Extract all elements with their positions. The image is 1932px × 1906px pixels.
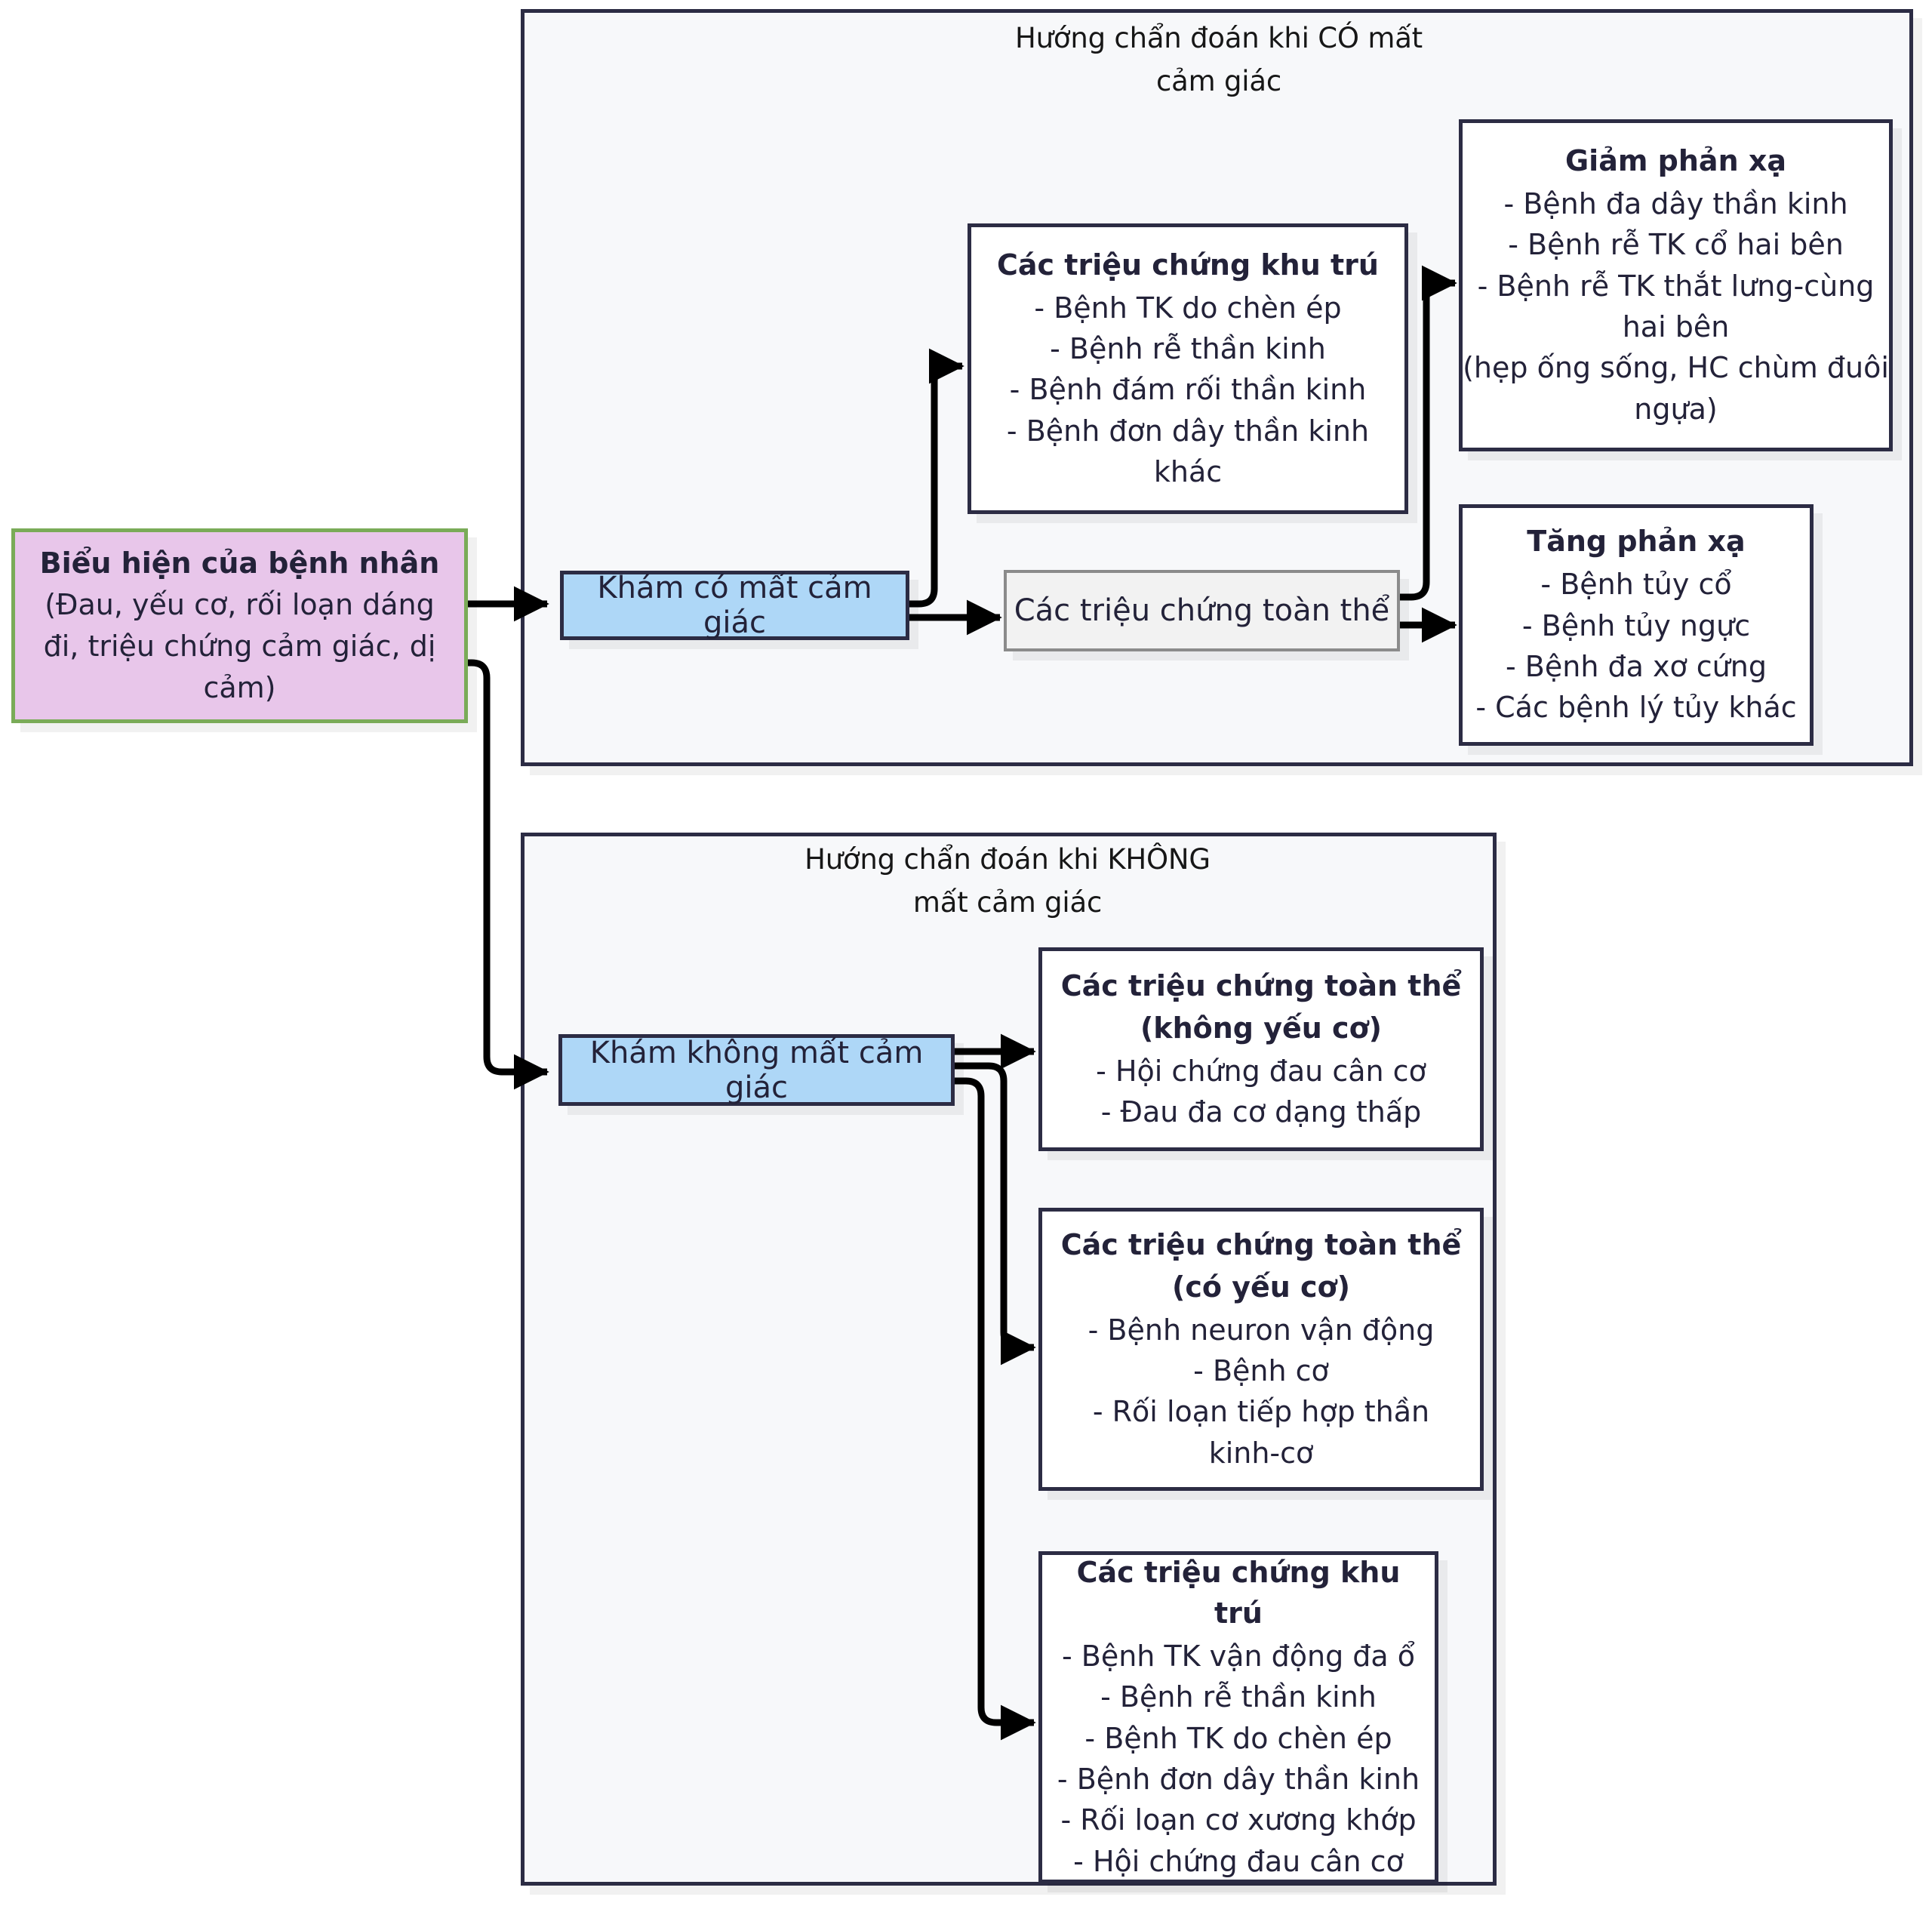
group-without-sensory-loss-title: Hướng chẩn đoán khi KHÔNG mất cảm giác xyxy=(558,838,1457,925)
group-with-sensory-loss-title: Hướng chẩn đoán khi CÓ mất cảm giác xyxy=(815,17,1623,103)
systemic-symptoms-label: Các triệu chứng toàn thể xyxy=(1014,593,1390,628)
node-focal-symptoms-sensory[interactable]: Các triệu chứng khu trú - Bệnh TK do chè… xyxy=(968,223,1408,514)
systemic-no-weakness-title-1: Các triệu chứng toàn thể xyxy=(1060,968,1462,1002)
systemic-with-weakness-title-2: (có yếu cơ) xyxy=(1171,1270,1351,1304)
decreased-reflex-title: Giảm phản xạ xyxy=(1564,144,1786,178)
decreased-reflex-item-3: - Bệnh rễ TK thắt lưng-cùng xyxy=(1477,269,1875,303)
systemic-no-weakness-item-1: - Hội chứng đau cân cơ xyxy=(1096,1054,1426,1088)
node-systemic-with-weakness[interactable]: Các triệu chứng toàn thể (có yếu cơ) - B… xyxy=(1038,1208,1484,1491)
systemic-with-weakness-item-2: - Bệnh cơ xyxy=(1193,1354,1329,1388)
decision-2-label: Khám không mất cảm giác xyxy=(589,1035,924,1105)
start-node-line-1: (Đau, yếu cơ, rối loạn dáng xyxy=(45,587,435,621)
node-increased-reflex[interactable]: Tăng phản xạ - Bệnh tủy cổ - Bệnh tủy ng… xyxy=(1459,504,1814,746)
decision-exam-with-sensory-loss[interactable]: Khám có mất cảm giác xyxy=(560,571,909,640)
systemic-with-weakness-item-3: - Rối loạn tiếp hợp thần xyxy=(1092,1395,1430,1429)
group2-title-line-2: mất cảm giác xyxy=(912,886,1103,919)
systemic-no-weakness-item-2: - Đau đa cơ dạng thấp xyxy=(1100,1095,1422,1129)
increased-reflex-title: Tăng phản xạ xyxy=(1527,525,1746,559)
systemic-with-weakness-title-1: Các triệu chứng toàn thể xyxy=(1060,1227,1462,1261)
node-focal-symptoms-no-sensory[interactable]: Các triệu chứng khu trú - Bệnh TK vận độ… xyxy=(1038,1551,1438,1883)
focal-symptoms-item-4: - Bệnh đơn dây thần kinh xyxy=(1006,414,1370,448)
decision-1-label: Khám có mất cảm giác xyxy=(597,571,872,640)
decreased-reflex-item-2: - Bệnh rễ TK cổ hai bên xyxy=(1508,228,1844,262)
focal-symptoms-2-item-3: - Bệnh TK do chèn ép xyxy=(1084,1721,1392,1755)
start-node-title: Biểu hiện của bệnh nhân xyxy=(39,546,440,580)
focal-symptoms-2-item-2: - Bệnh rễ thần kinh xyxy=(1100,1680,1377,1714)
focal-symptoms-item-1: - Bệnh TK do chèn ép xyxy=(1034,291,1342,325)
focal-symptoms-2-item-6: - Hội chứng đau cân cơ xyxy=(1073,1844,1404,1878)
focal-symptoms-item-3: - Bệnh đám rối thần kinh xyxy=(1009,373,1367,407)
node-systemic-symptoms-sensory[interactable]: Các triệu chứng toàn thể xyxy=(1004,570,1400,651)
increased-reflex-item-3: - Bệnh đa xơ cứng xyxy=(1506,649,1767,683)
start-node-line-2: đi, triệu chứng cảm giác, dị xyxy=(43,630,436,663)
focal-symptoms-item-5: khác xyxy=(1153,454,1223,488)
decreased-reflex-item-1: - Bệnh đa dây thần kinh xyxy=(1503,186,1848,220)
systemic-no-weakness-title-2: (không yếu cơ) xyxy=(1140,1011,1383,1045)
systemic-with-weakness-item-4: kinh-cơ xyxy=(1208,1436,1314,1470)
group-title-line-1: Hướng chẩn đoán khi CÓ mất xyxy=(1015,22,1423,54)
group2-title-line-1: Hướng chẩn đoán khi KHÔNG xyxy=(804,843,1211,876)
node-systemic-no-weakness[interactable]: Các triệu chứng toàn thể (không yếu cơ) … xyxy=(1038,947,1484,1151)
node-decreased-reflex[interactable]: Giảm phản xạ - Bệnh đa dây thần kinh - B… xyxy=(1459,119,1893,451)
focal-symptoms-2-item-4: - Bệnh đơn dây thần kinh xyxy=(1057,1762,1420,1796)
decreased-reflex-item-4: hai bên xyxy=(1622,309,1730,343)
focal-symptoms-item-2: - Bệnh rễ thần kinh xyxy=(1050,331,1326,365)
focal-symptoms-2-title: Các triệu chứng khu trú xyxy=(1076,1556,1401,1630)
increased-reflex-item-4: - Các bệnh lý tủy khác xyxy=(1475,691,1797,725)
decreased-reflex-item-6: ngựa) xyxy=(1634,392,1718,426)
start-node-patient-presentation[interactable]: Biểu hiện của bệnh nhân (Đau, yếu cơ, rố… xyxy=(11,528,468,723)
decreased-reflex-item-5: (hẹp ống sống, HC chùm đuôi xyxy=(1463,351,1889,385)
group-title-line-2: cảm giác xyxy=(1155,65,1281,98)
increased-reflex-item-1: - Bệnh tủy cổ xyxy=(1540,568,1732,602)
start-node-line-3: cảm) xyxy=(203,671,276,705)
focal-symptoms-title: Các triệu chứng khu trú xyxy=(997,248,1379,282)
focal-symptoms-2-item-5: - Rối loạn cơ xương khớp xyxy=(1060,1803,1417,1837)
decision-exam-without-sensory-loss[interactable]: Khám không mất cảm giác xyxy=(558,1034,955,1106)
focal-symptoms-2-item-1: - Bệnh TK vận động đa ổ xyxy=(1061,1639,1416,1673)
systemic-with-weakness-item-1: - Bệnh neuron vận động xyxy=(1088,1313,1435,1347)
increased-reflex-item-2: - Bệnh tủy ngực xyxy=(1521,608,1751,642)
